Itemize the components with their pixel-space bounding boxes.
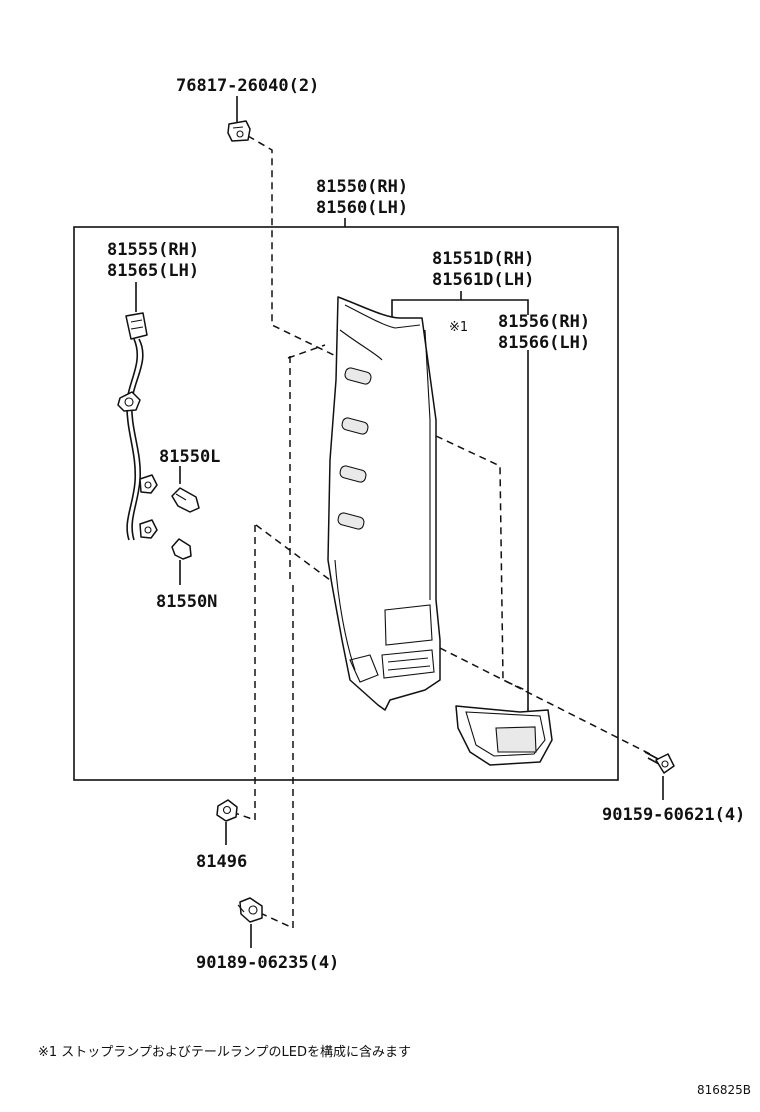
clip-part-top bbox=[227, 120, 251, 142]
bulb-81550l bbox=[171, 487, 200, 513]
label-bulb-n: 81550N bbox=[156, 592, 217, 612]
label-lens-rh: 81551D(RH) bbox=[432, 249, 534, 269]
label-screw-right: 90159-60621(4) bbox=[602, 805, 745, 825]
label-reflector-rh: 81556(RH) bbox=[498, 312, 590, 332]
label-lens-note: ※1 bbox=[449, 320, 468, 335]
label-lamp-assy-lh: 81560(LH) bbox=[316, 198, 408, 218]
leader-lines bbox=[135, 96, 664, 948]
drawing-code: 816825B bbox=[697, 1083, 751, 1097]
reflector-part bbox=[455, 705, 553, 766]
label-clip-top: 76817-26040(2) bbox=[176, 76, 319, 96]
footnote: ※1 ストップランプおよびテールランプのLEDを構成に含みます bbox=[38, 1044, 411, 1060]
label-nut: 81496 bbox=[196, 852, 247, 872]
installation-lines bbox=[231, 135, 655, 930]
label-lens-lh: 81561D(LH) bbox=[432, 270, 534, 290]
label-socket-lh: 81565(LH) bbox=[107, 261, 199, 281]
label-reflector-lh: 81566(LH) bbox=[498, 333, 590, 353]
clip-part-bottom bbox=[237, 897, 263, 923]
bulb-81550n bbox=[171, 538, 192, 560]
label-screw-bottom: 90189-06235(4) bbox=[196, 953, 339, 973]
label-socket-rh: 81555(RH) bbox=[107, 240, 199, 260]
label-bulb-l: 81550L bbox=[159, 447, 220, 467]
screw-part-right bbox=[644, 751, 675, 774]
nut-part bbox=[216, 799, 238, 822]
label-lamp-assy-rh: 81550(RH) bbox=[316, 177, 408, 197]
lamp-housing bbox=[327, 296, 441, 711]
socket-wire-part bbox=[117, 312, 158, 541]
assembly-frame bbox=[73, 226, 619, 781]
